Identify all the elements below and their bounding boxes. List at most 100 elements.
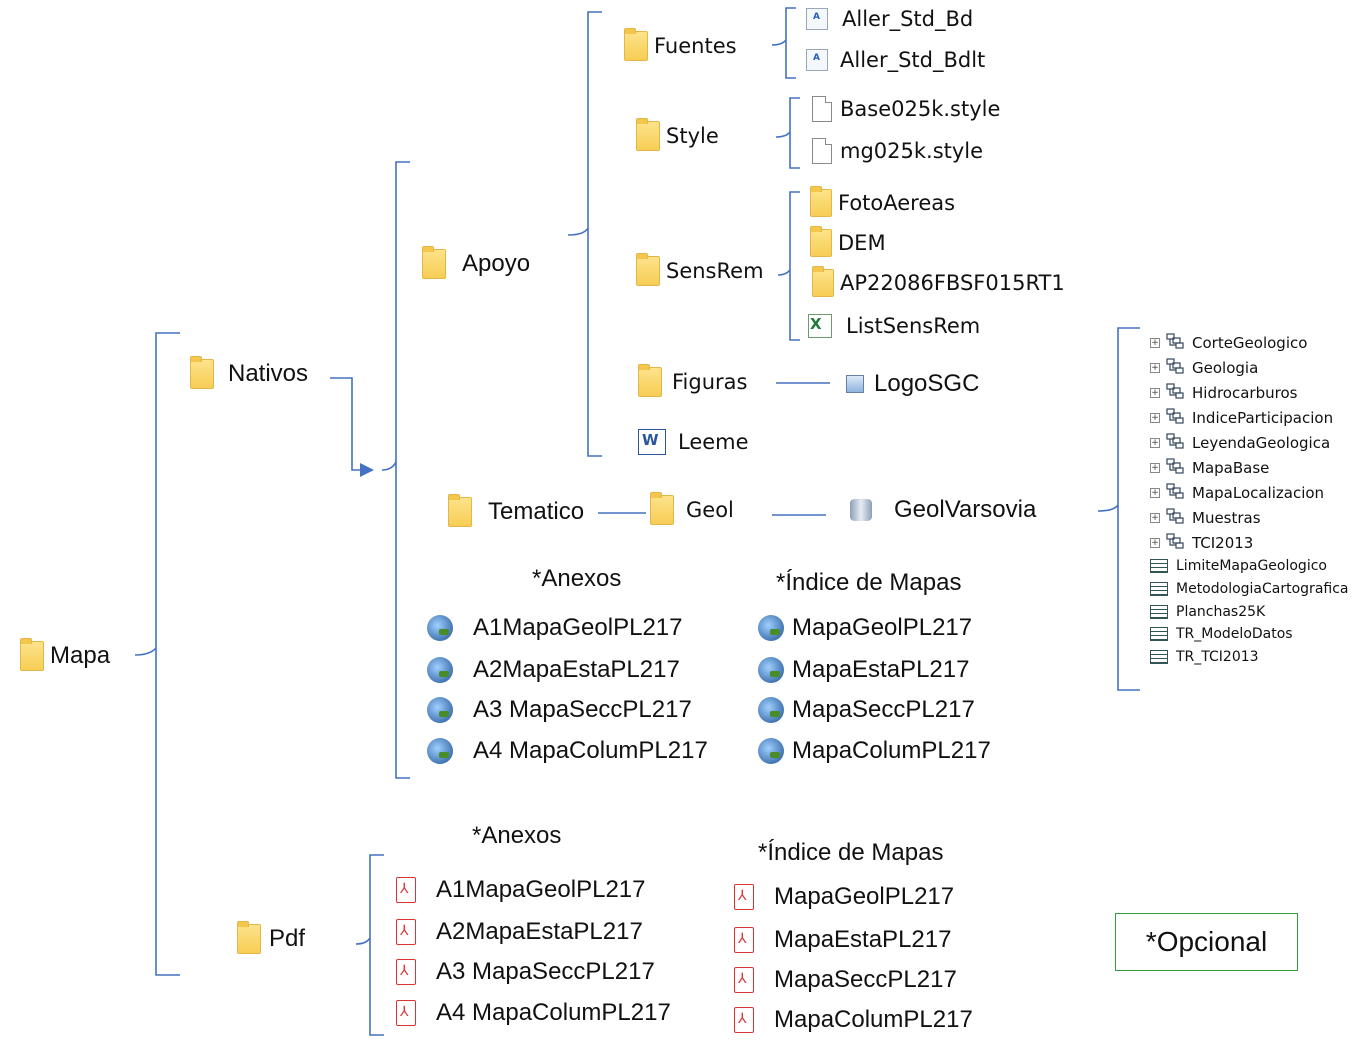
table-icon [1150, 581, 1168, 596]
feature-dataset-icon [1166, 433, 1184, 453]
geol-folder[interactable]: Geol [650, 492, 734, 525]
pdf-file-label: MapaColumPL217 [774, 1006, 973, 1033]
pdf-icon [734, 884, 754, 910]
expand-icon[interactable]: + [1150, 488, 1160, 498]
expand-icon[interactable]: + [1150, 363, 1160, 373]
sensrem-subfolder[interactable]: DEM [810, 226, 886, 257]
sensrem-folder[interactable]: SensRem [636, 253, 764, 286]
nativos-folder[interactable]: Nativos [190, 356, 308, 389]
folder-icon [638, 364, 662, 397]
pdf-file[interactable]: MapaSeccPL217 [734, 967, 957, 993]
root-folder[interactable]: Mapa [20, 638, 110, 671]
gdb-feature-dataset[interactable]: +TCI2013 [1150, 533, 1253, 553]
font-file-icon [806, 49, 828, 71]
qgis-file[interactable]: MapaColumPL217 [758, 738, 991, 764]
fuentes-folder[interactable]: Fuentes [624, 28, 737, 61]
qgis-file[interactable]: A3 MapaSeccPL217 [427, 697, 692, 723]
style-file[interactable]: mg025k.style [812, 138, 983, 164]
folder-icon [624, 28, 648, 61]
table-icon [1150, 604, 1168, 619]
style-file[interactable]: Base025k.style [812, 96, 1000, 122]
qgis-project-icon [758, 657, 784, 683]
folder-icon [650, 492, 674, 525]
gdb-feature-dataset[interactable]: +CorteGeologico [1150, 333, 1307, 353]
gdb-feature-dataset[interactable]: + MapaBase [1150, 458, 1269, 478]
indice-heading: *Índice de Mapas [776, 569, 962, 596]
pdf-file[interactable]: MapaEstaPL217 [734, 927, 951, 953]
sensrem-subfolder[interactable]: AP22086FBSF015RT1 [812, 266, 1065, 297]
expand-icon[interactable]: + [1150, 338, 1160, 348]
gdb-table[interactable]: TR_ModeloDatos [1150, 626, 1293, 642]
folder-icon [636, 253, 660, 286]
geodatabase[interactable]: GeolVarsovia [850, 498, 1036, 522]
font-file[interactable]: Aller_Std_Bd [806, 8, 973, 30]
gdb-feature-dataset[interactable]: +Geologia [1150, 358, 1258, 378]
pdf-file[interactable]: MapaGeolPL217 [734, 884, 954, 910]
table-icon [1150, 627, 1168, 642]
gdb-item-label: TR_TCI2013 [1176, 649, 1259, 666]
feature-dataset-icon [1166, 508, 1184, 528]
qgis-file[interactable]: MapaSeccPL217 [758, 697, 975, 723]
image-file[interactable]: LogoSGC [846, 372, 979, 396]
gdb-feature-dataset[interactable]: +MapaLocalizacion [1150, 483, 1324, 503]
qgis-file[interactable]: A1MapaGeolPL217 [427, 615, 682, 641]
pdf-file[interactable]: A3 MapaSeccPL217 [396, 959, 655, 985]
sensrem-subfolder[interactable]: FotoAereas [810, 186, 956, 217]
blank-file-icon [812, 96, 832, 122]
tematico-folder[interactable]: Tematico [448, 494, 584, 527]
gdb-item-label: Planchas25K [1176, 603, 1266, 620]
pdf-file[interactable]: MapaColumPL217 [734, 1007, 973, 1033]
section-heading: *Índice de Mapas [776, 571, 961, 595]
pdf-file[interactable]: A2MapaEstaPL217 [396, 919, 643, 945]
subfolder-label: FotoAereas [838, 190, 956, 215]
pdf-file[interactable]: A4 MapaColumPL217 [396, 1000, 671, 1026]
blank-file-icon [812, 138, 832, 164]
qgis-file-label: MapaGeolPL217 [792, 614, 973, 641]
gdb-table[interactable]: MetodologiaCartografica [1150, 581, 1349, 597]
gdb-item-label: MapaBase [1192, 459, 1270, 477]
expand-icon[interactable]: + [1150, 438, 1160, 448]
excel-file[interactable]: ListSensRem [808, 314, 980, 338]
font-file[interactable]: Aller_Std_Bdlt [806, 49, 985, 71]
leeme-file[interactable]: Leeme [638, 429, 749, 455]
excel-file-label: ListSensRem [846, 313, 981, 338]
image-file-label: LogoSGC [874, 370, 980, 397]
qgis-file[interactable]: MapaEstaPL217 [758, 657, 969, 683]
word-icon [638, 429, 666, 455]
qgis-project-icon [758, 697, 784, 723]
qgis-file[interactable]: A4 MapaColumPL217 [427, 738, 708, 764]
gdb-feature-dataset[interactable]: +IndiceParticipacion [1150, 408, 1333, 428]
qgis-project-icon [427, 697, 453, 723]
gdb-table[interactable]: TR_TCI2013 [1150, 649, 1259, 665]
gdb-table[interactable]: Planchas25K [1150, 604, 1265, 620]
qgis-file-label: A2MapaEstaPL217 [473, 656, 680, 683]
qgis-project-icon [758, 615, 784, 641]
pdf-folder[interactable]: Pdf [237, 921, 305, 954]
gdb-table[interactable]: LimiteMapaGeologico [1150, 558, 1327, 574]
apoyo-folder[interactable]: Apoyo [422, 246, 531, 279]
expand-icon[interactable]: + [1150, 388, 1160, 398]
fuentes-label: Fuentes [654, 33, 737, 58]
style-folder[interactable]: Style [636, 118, 719, 151]
gdb-feature-dataset[interactable]: +Muestras [1150, 508, 1261, 528]
gdb-feature-dataset[interactable]: + Hidrocarburos [1150, 383, 1297, 403]
qgis-file-label: MapaSeccPL217 [792, 696, 975, 723]
qgis-file[interactable]: A2MapaEstaPL217 [427, 657, 680, 683]
font-file-label: Aller_Std_Bd [842, 6, 974, 31]
qgis-file-label: A4 MapaColumPL217 [473, 737, 708, 764]
apoyo-label: Apoyo [462, 250, 531, 277]
pdf-icon [734, 1007, 754, 1033]
gdb-item-label: LeyendaGeologica [1192, 434, 1331, 452]
gdb-item-label: Hidrocarburos [1192, 384, 1298, 402]
expand-icon[interactable]: + [1150, 413, 1160, 423]
pdf-file[interactable]: A1MapaGeolPL217 [396, 877, 645, 903]
anexos-heading: *Anexos [532, 565, 622, 592]
folder-icon [810, 186, 832, 217]
expand-icon[interactable]: + [1150, 513, 1160, 523]
expand-icon[interactable]: + [1150, 463, 1160, 473]
expand-icon[interactable]: + [1150, 538, 1160, 548]
qgis-file[interactable]: MapaGeolPL217 [758, 615, 972, 641]
figuras-folder[interactable]: Figuras [638, 364, 747, 397]
qgis-file-label: MapaEstaPL217 [792, 656, 970, 683]
gdb-feature-dataset[interactable]: + LeyendaGeologica [1150, 433, 1330, 453]
